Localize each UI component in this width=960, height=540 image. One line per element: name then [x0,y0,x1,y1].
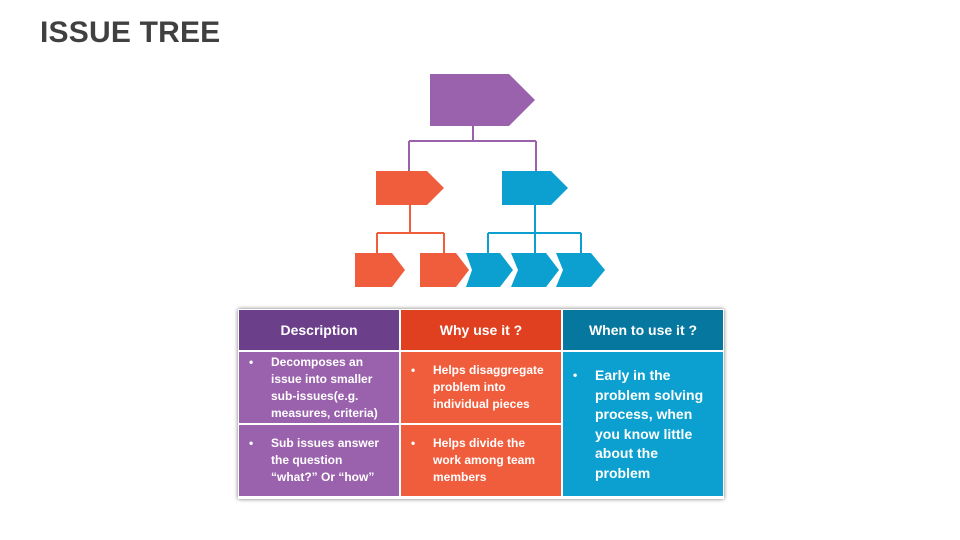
bullet-item: • Decomposes an issue into smaller sub-i… [249,354,387,422]
description-cell-1: • Decomposes an issue into smaller sub-i… [239,352,399,423]
description-cell-2: • Sub issues answer the question “what?”… [239,425,399,496]
blue-leaf-3 [556,253,605,287]
description-text-2: Sub issues answer the question “what?” O… [271,436,380,484]
orange-connectors [376,205,445,253]
orange-node [376,171,444,205]
when-text: Early in the problem solving process, wh… [595,367,704,481]
root-connectors [408,126,537,171]
blue-connectors [487,205,582,253]
bullet-dot: • [411,436,416,450]
bullet-item: • Sub issues answer the question “what?”… [249,435,387,486]
orange-leaf-2 [420,253,469,287]
bullet-dot: • [249,354,254,369]
description-text-1: Decomposes an issue into smaller sub-iss… [271,354,378,420]
issue-tree-table: Description Why use it ? When to use it … [238,309,724,499]
why-text-1: Helps disaggregate problem into individu… [433,363,544,411]
bullet-item: • Early in the problem solving process, … [573,366,711,483]
header-when: When to use it ? [563,310,723,350]
blue-leaf-1 [466,253,513,287]
bullet-item: • Helps disaggregate problem into indivi… [411,362,549,413]
why-text-2: Helps divide the work among team members [433,436,536,484]
when-cell: • Early in the problem solving process, … [563,352,723,496]
root-node [430,74,535,126]
page-title: ISSUE TREE [40,16,221,49]
orange-leaf-1 [355,253,405,287]
bullet-dot: • [249,436,254,450]
bullet-dot: • [573,368,578,382]
blue-leaf-2 [511,253,559,287]
bullet-dot: • [411,363,416,377]
header-why: Why use it ? [401,310,561,350]
header-description: Description [239,310,399,350]
why-cell-1: • Helps disaggregate problem into indivi… [401,352,561,423]
issue-tree-diagram [355,74,605,287]
blue-node [502,171,568,205]
why-cell-2: • Helps divide the work among team membe… [401,425,561,496]
bullet-item: • Helps divide the work among team membe… [411,435,549,486]
